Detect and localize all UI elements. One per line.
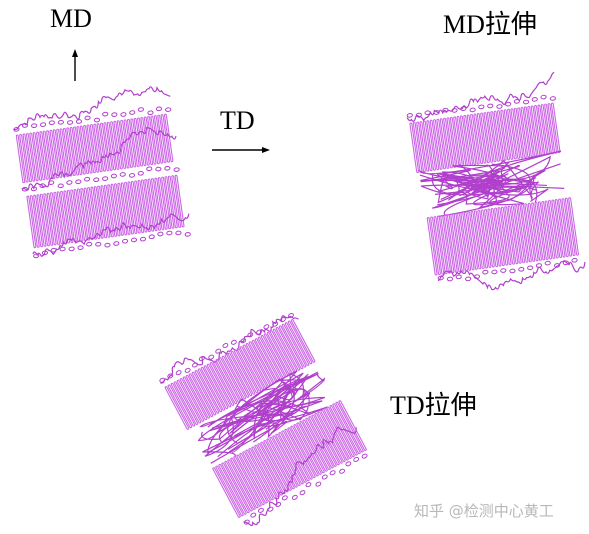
crystal-lamellae-upper bbox=[15, 113, 174, 184]
crystal-lamellae-upper bbox=[409, 102, 561, 174]
crystal-lamellae-upper bbox=[164, 319, 316, 430]
watermark-text: 知乎 @检测中心黄工 bbox=[414, 502, 554, 520]
md-stretched-structure bbox=[406, 71, 586, 291]
td-label: TD bbox=[220, 106, 255, 135]
md-stretch-label: MD拉伸 bbox=[443, 10, 537, 39]
td-arrow bbox=[212, 147, 270, 153]
amorphous-layer-top bbox=[406, 71, 556, 122]
amorphous-layer-top bbox=[159, 313, 299, 384]
md-label: MD bbox=[50, 4, 92, 33]
crystal-lamellae-lower bbox=[212, 400, 367, 518]
amorphous-layer-bottom bbox=[437, 257, 586, 291]
amorphous-layer-middle bbox=[21, 127, 180, 192]
td-stretched-body bbox=[159, 313, 368, 527]
crystal-lamellae-lower bbox=[26, 174, 185, 249]
amorphous-layer-bottom bbox=[243, 426, 368, 527]
md-arrow bbox=[72, 49, 78, 81]
md-stretched-body bbox=[406, 71, 586, 291]
unstretched-structure bbox=[13, 86, 191, 259]
stretched-amorphous-region bbox=[418, 150, 565, 218]
td-stretched-structure bbox=[159, 313, 368, 527]
amorphous-layer-top bbox=[13, 86, 172, 132]
unstretched-body bbox=[13, 86, 191, 259]
amorphous-layer-bottom bbox=[32, 213, 191, 259]
td-stretch-label: TD拉伸 bbox=[390, 391, 477, 420]
crystal-lamellae-lower bbox=[426, 197, 579, 276]
